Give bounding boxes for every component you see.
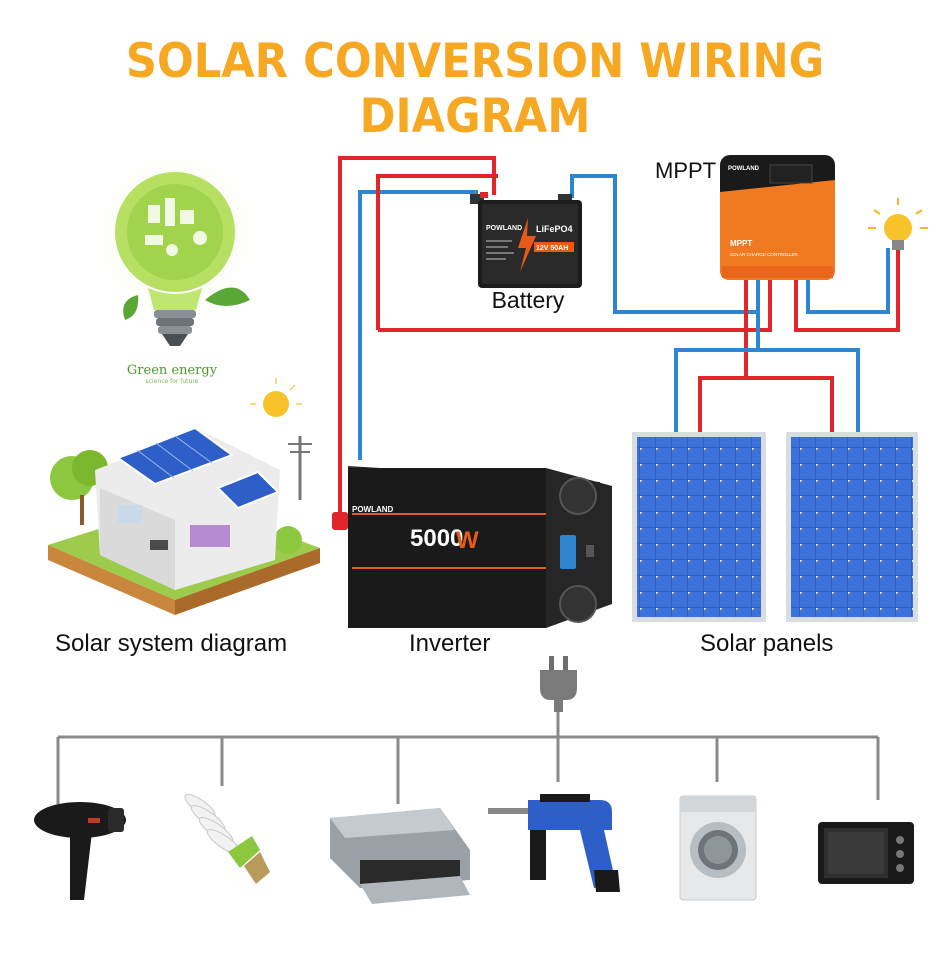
inverter-label: Inverter <box>409 630 491 657</box>
mppt-brand: POWLAND <box>728 166 760 172</box>
solar-panel-left <box>632 432 766 622</box>
green-energy-bulb: Green energy science for future <box>80 140 270 385</box>
battery-label: Battery <box>492 287 565 313</box>
inverter-power: 5000 <box>410 525 463 552</box>
page-title: SOLAR CONVERSION WIRING DIAGRAM <box>125 34 825 144</box>
power-drill-icon <box>488 794 620 892</box>
mppt-name: MPPT <box>730 239 752 248</box>
wire-blue-battery-controller <box>570 174 760 314</box>
mppt-sub: SOLAR CHARGE CONTROLLER <box>730 252 799 257</box>
solar-panels-label: Solar panels <box>700 630 834 657</box>
battery-brand: POWLAND <box>486 225 522 232</box>
solar-system-label: Solar system diagram <box>55 630 288 657</box>
green-energy-subtext: science for future <box>146 378 199 385</box>
battery: POWLAND LiFePO4 12V 50AH <box>470 192 582 288</box>
green-energy-text: Green energy <box>127 363 218 378</box>
mppt-charge-controller: POWLAND MPPT SOLAR CHARGE CONTROLLER <box>720 155 835 280</box>
inverter-unit: W <box>456 527 479 554</box>
load-bus-wire <box>56 712 880 804</box>
printer-icon <box>330 808 470 904</box>
lamp-icon <box>868 198 928 250</box>
solar-panel-right <box>786 432 918 622</box>
microwave-icon <box>818 822 914 884</box>
inverter-brand: POWLAND <box>352 505 394 514</box>
battery-spec: 12V 50AH <box>536 245 568 252</box>
inverter: POWLAND 5000 W <box>332 466 612 628</box>
solar-house-illustration <box>48 378 320 615</box>
hair-dryer-icon <box>34 802 126 900</box>
mppt-label: MPPT <box>655 158 716 183</box>
cfl-bulb-icon <box>184 794 270 884</box>
wire-blue-panels <box>674 312 860 432</box>
wire-blue-load-lamp <box>806 248 890 314</box>
washing-machine-icon <box>679 795 757 901</box>
wire-red-load-lamp <box>794 248 900 332</box>
plug-icon <box>540 656 577 712</box>
wire-red-battery-inverter <box>338 156 496 520</box>
battery-chemistry: LiFePO4 <box>536 224 573 234</box>
wire-red-panels <box>698 280 834 432</box>
wire-red-battery-controller <box>376 174 772 332</box>
